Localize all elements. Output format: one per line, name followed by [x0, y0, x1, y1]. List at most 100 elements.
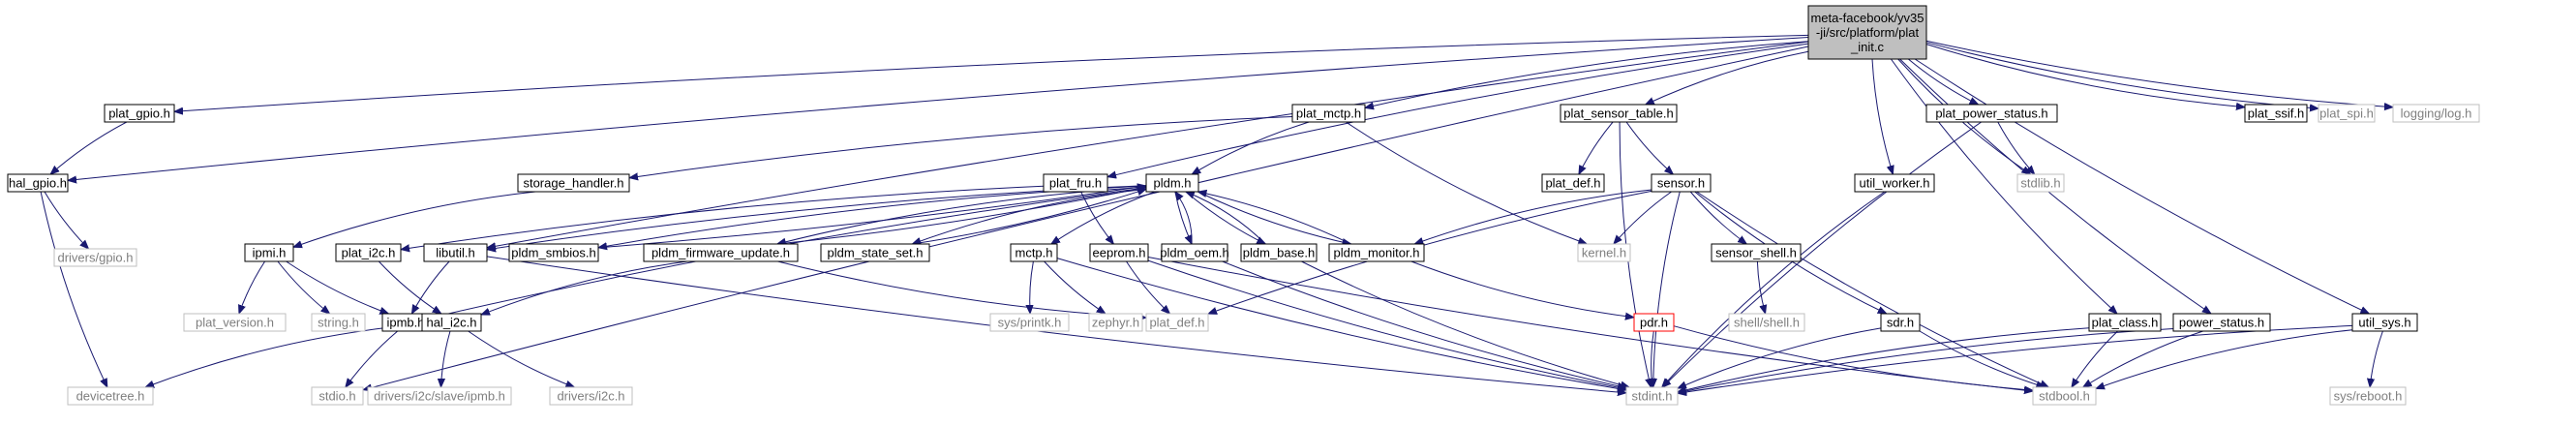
- header-node-ipmi[interactable]: ipmi.h: [244, 243, 294, 262]
- node-label: util_sys.h: [2358, 316, 2410, 330]
- node-box: [1711, 243, 1802, 262]
- header-node-pldm-oem[interactable]: pldm_oem.h: [1160, 243, 1229, 262]
- header-node-plat-i2c[interactable]: plat_i2c.h: [335, 243, 402, 262]
- include-edge: [363, 46, 1809, 390]
- node-label: drivers/gpio.h: [57, 251, 133, 265]
- node-box: [183, 313, 287, 332]
- header-node-hal-i2c[interactable]: hal_i2c.h: [421, 313, 482, 332]
- header-node-plat-mctp[interactable]: plat_mctp.h: [1291, 104, 1366, 123]
- include-edge: [1756, 260, 1765, 314]
- header-node-plat-def: plat_def.h: [1145, 313, 1209, 332]
- include-edge: [2370, 330, 2383, 387]
- header-node-drivers-i2c-slave-ipmb: drivers/i2c/slave/ipmb.h: [367, 386, 512, 406]
- include-edge: [1678, 327, 2090, 392]
- header-node-zephyr: zephyr.h: [1088, 313, 1143, 332]
- node-box: [1541, 173, 1605, 193]
- node-box: [1577, 243, 1631, 262]
- include-edge: [1208, 190, 1652, 314]
- node-label: pldm_state_set.h: [827, 246, 923, 260]
- include-edge: [1222, 260, 1626, 388]
- header-node-plat-sensor-table[interactable]: plat_sensor_table.h: [1560, 104, 1678, 123]
- header-node-pdr[interactable]: pdr.h: [1633, 313, 1675, 332]
- header-node-sensor[interactable]: sensor.h: [1651, 173, 1712, 193]
- node-box: [2016, 173, 2065, 193]
- header-node-plat-gpio[interactable]: plat_gpio.h: [104, 104, 175, 123]
- node-label: drivers/i2c/slave/ipmb.h: [374, 389, 505, 404]
- include-edge: [1175, 192, 1193, 245]
- include-edge: [1030, 260, 1034, 314]
- header-node-stdint: stdint.h: [1625, 386, 1679, 406]
- node-box: [1560, 104, 1678, 123]
- include-edge: [776, 187, 1146, 245]
- header-node-eeprom[interactable]: eeprom.h: [1089, 243, 1149, 262]
- header-node-mctp[interactable]: mctp.h: [1010, 243, 1058, 262]
- header-node-util-worker[interactable]: util_worker.h: [1854, 173, 1935, 193]
- header-node-plat-fru[interactable]: plat_fru.h: [1043, 173, 1108, 193]
- include-edge: [1925, 40, 2393, 107]
- header-node-pldm-monitor[interactable]: pldm_monitor.h: [1328, 243, 1425, 262]
- node-box: [1088, 313, 1143, 332]
- header-node-pldm-state-set[interactable]: pldm_state_set.h: [820, 243, 930, 262]
- include-edge: [286, 260, 389, 314]
- include-edge: [1899, 58, 2211, 314]
- include-edge: [1147, 257, 2033, 392]
- node-box: [7, 173, 69, 193]
- node-box: [67, 386, 154, 406]
- header-node-pldm-base[interactable]: pldm_base.h: [1240, 243, 1318, 262]
- header-node-plat-class[interactable]: plat_class.h: [2088, 313, 2162, 332]
- header-node-plat-power-status[interactable]: plat_power_status.h: [1925, 104, 2058, 123]
- header-node-plat-ssif[interactable]: plat_ssif.h: [2244, 104, 2308, 123]
- include-edge: [1044, 260, 1106, 314]
- header-node-libutil[interactable]: libutil.h: [423, 243, 488, 262]
- node-label: ipmi.h: [253, 246, 287, 260]
- include-edge: [1365, 41, 1809, 108]
- node-label: plat_mctp.h: [1296, 106, 1361, 121]
- node-label: plat_gpio.h: [108, 106, 170, 121]
- node-label: devicetree.h: [76, 389, 145, 404]
- include-edge: [598, 185, 1147, 248]
- header-node-plat-version: plat_version.h: [183, 313, 287, 332]
- header-node-power-status[interactable]: power_status.h: [2172, 313, 2271, 332]
- header-node-shell-shell: shell/shell.h: [1728, 313, 1805, 332]
- header-node-sensor-shell[interactable]: sensor_shell.h: [1711, 243, 1802, 262]
- node-label: hal_i2c.h: [426, 316, 476, 330]
- include-edge: [1662, 121, 1982, 387]
- node-label: sys/printk.h: [998, 316, 1062, 330]
- node-label: pldm.h: [1153, 176, 1191, 191]
- node-box: [517, 173, 630, 193]
- include-edge: [378, 260, 441, 314]
- header-node-plat-def-h[interactable]: plat_def.h: [1541, 173, 1605, 193]
- header-node-sdr[interactable]: sdr.h: [1880, 313, 1921, 332]
- include-edge: [1652, 330, 1654, 387]
- node-label: zephyr.h: [1092, 316, 1139, 330]
- include-edge: [277, 260, 330, 314]
- header-node-hal-gpio[interactable]: hal_gpio.h: [7, 173, 69, 193]
- node-box: [2032, 386, 2097, 406]
- edge-layer: [40, 34, 2393, 393]
- header-node-util-sys[interactable]: util_sys.h: [2351, 313, 2418, 332]
- node-box: [2351, 313, 2418, 332]
- header-node-pldm[interactable]: pldm.h: [1145, 173, 1199, 193]
- include-edge: [50, 121, 128, 174]
- include-edge: [1925, 42, 2318, 108]
- node-label: stdlib.h: [2020, 176, 2060, 191]
- node-label: stdio.h: [318, 389, 355, 404]
- include-edge: [486, 256, 1626, 393]
- node-label: plat_power_status.h: [1935, 106, 2047, 121]
- header-node-pldm-smbios[interactable]: pldm_smbios.h: [508, 243, 599, 262]
- node-label: plat_version.h: [196, 316, 274, 330]
- include-edge: [629, 116, 1293, 178]
- node-label: logging/log.h: [2401, 106, 2472, 121]
- header-node-storage-handler[interactable]: storage_handler.h: [517, 173, 630, 193]
- include-edge: [2096, 329, 2353, 389]
- node-box: [2329, 386, 2407, 406]
- include-edge: [1186, 191, 1266, 245]
- header-node-pldm-firmware-update[interactable]: pldm_firmware_update.h: [643, 243, 799, 262]
- include-edge: [1871, 58, 1893, 174]
- node-label: pldm_oem.h: [1160, 246, 1229, 260]
- node-box: [1328, 243, 1425, 262]
- node-box: [1089, 243, 1149, 262]
- node-box: [423, 243, 488, 262]
- include-edge: [1197, 192, 1351, 245]
- node-box: [989, 313, 1070, 332]
